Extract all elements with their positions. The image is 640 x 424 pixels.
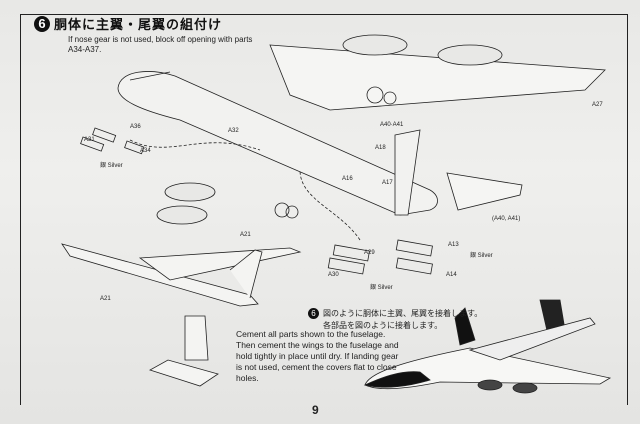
step-title-jp: 胴体に主翼・尾翼の組付け (54, 17, 223, 32)
part-label: A36 (130, 124, 141, 130)
step-number: 6 (34, 15, 50, 32)
instructions-text: Cement all parts shown to the fuselage. … (236, 329, 399, 383)
part-label: A31 (84, 137, 95, 143)
tail-fin-drawing (394, 129, 421, 216)
page-frame (20, 14, 628, 405)
fuselage-drawing (117, 71, 438, 216)
part-label: A17 (382, 180, 393, 186)
part-label: A40·A41 (380, 122, 404, 128)
part-label: A29 (364, 250, 375, 256)
part-label: A21 (100, 296, 111, 302)
part-label: A32 (228, 128, 239, 134)
step-note: If nose gear is not used, block off open… (68, 35, 253, 54)
part-label: A27 (592, 102, 603, 108)
sub-step: 6 図のように胴体に主翼、尾翼を接着します。 各部品を図のように接着します。 (308, 308, 482, 332)
part-label: A30 (328, 272, 339, 278)
wing-drawing (269, 44, 606, 111)
step-title: 6 胴体に主翼・尾翼の組付け (34, 14, 222, 33)
sub-step-number: 6 (308, 308, 319, 319)
sub-step-jp-line1: 図のように胴体に主翼、尾翼を接着します。 (323, 309, 483, 318)
part-label: A18 (375, 145, 386, 151)
part-label: A13 (448, 242, 459, 248)
part-label: 銀 Silver (370, 285, 393, 291)
part-label: A34 (140, 148, 151, 154)
part-label: A21 (240, 232, 251, 238)
part-label: 銀 Silver (100, 163, 123, 169)
assembled-plane-drawing (61, 243, 259, 307)
stabilizer-drawing (446, 172, 523, 211)
part-label: (A40, A41) (492, 216, 521, 222)
part-label: A16 (342, 176, 353, 182)
sub-step-jp-line2: 各部品を図のように接着します。 (323, 321, 443, 330)
part-label: 銀 Silver (470, 253, 493, 259)
part-label: A14 (446, 272, 457, 278)
page-number: 9 (312, 403, 319, 417)
